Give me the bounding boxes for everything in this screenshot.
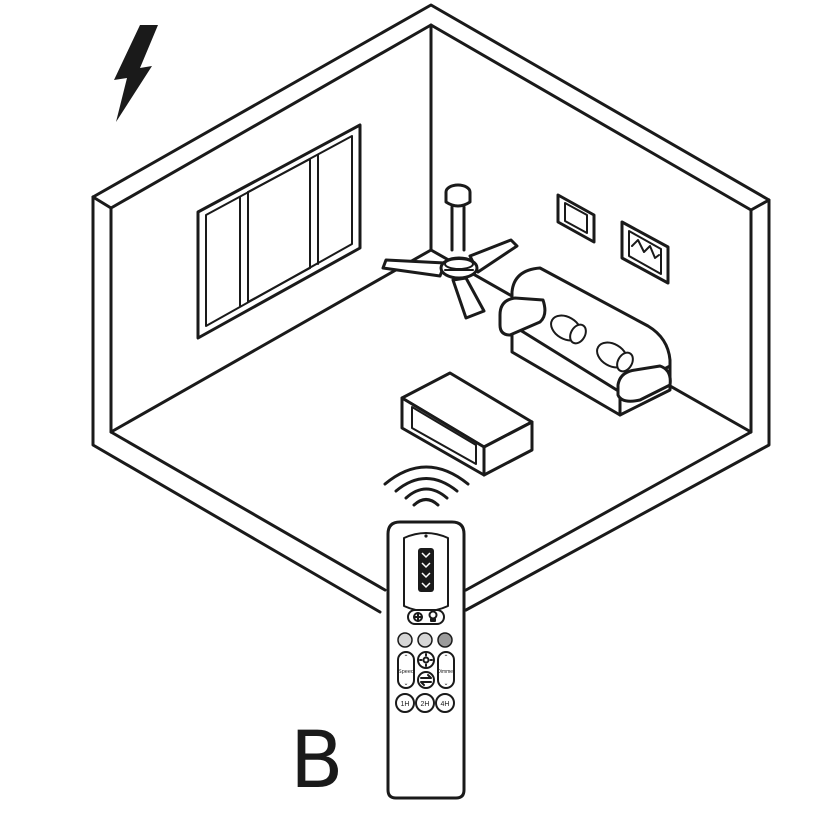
ceiling-fan (381, 183, 519, 320)
lightning-bolt-icon (114, 25, 158, 122)
bulb-icon (428, 610, 438, 622)
dimmer-label: Dimmer (437, 669, 455, 675)
picture-frame-large (620, 220, 670, 285)
window (196, 123, 362, 340)
timer-1h-button[interactable] (395, 693, 415, 713)
svg-text:⌄: ⌄ (443, 681, 448, 687)
timer-1h-label: 1H (401, 701, 410, 708)
fan-reverse-icon (420, 674, 432, 686)
timer-2h-button[interactable] (415, 693, 435, 713)
warm-light-button[interactable] (397, 632, 413, 648)
fan-reverse-button[interactable] (417, 671, 435, 689)
signal-waves-icon (383, 465, 470, 507)
speed-label: Speed (398, 669, 414, 675)
svg-text:⌃: ⌃ (403, 654, 408, 661)
fan-icon (413, 612, 423, 622)
neutral-light-button[interactable] (417, 632, 433, 648)
timer-4h-label: 4H (441, 701, 450, 708)
speed-rocker[interactable] (397, 651, 415, 689)
sofa (498, 266, 672, 417)
dimmer-rocker[interactable] (437, 651, 455, 689)
remote-control: ⌃ ⌄ ⌃ ⌄ Speed Dimmer 1H 2H 4H (386, 520, 466, 800)
timer-2h-label: 2H (421, 701, 430, 708)
timer-4h-button[interactable] (435, 693, 455, 713)
coffee-table (400, 371, 534, 477)
svg-text:⌄: ⌄ (403, 681, 408, 687)
cool-light-button[interactable] (437, 632, 453, 648)
picture-frame-small (556, 193, 596, 244)
diagram-label: B (290, 716, 344, 806)
svg-text:⌃: ⌃ (443, 654, 448, 661)
sun-button[interactable] (417, 651, 435, 669)
sun-icon (419, 653, 433, 667)
room-walls (91, 3, 771, 614)
